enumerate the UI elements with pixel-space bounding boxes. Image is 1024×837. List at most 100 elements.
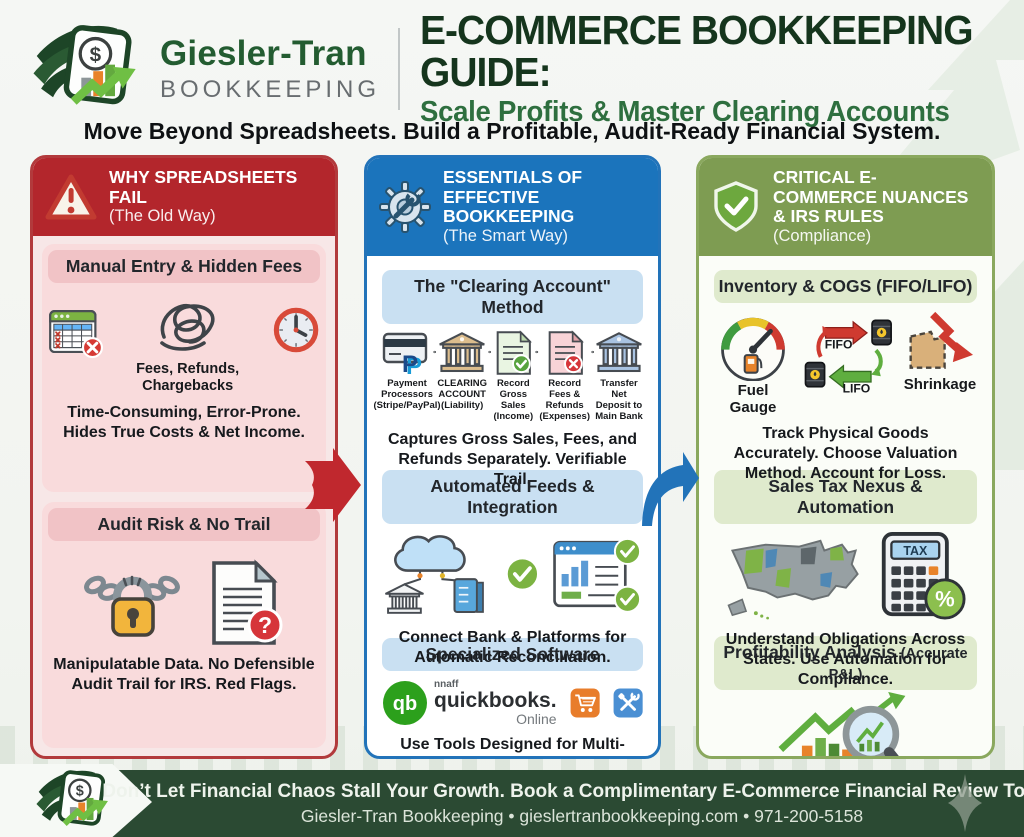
column-essentials-bookkeeping: ESSENTIALS OF EFFECTIVE BOOKKEEPING (The…: [364, 155, 661, 759]
svg-text:P: P: [402, 351, 418, 376]
giesler-tran-logo: [26, 19, 154, 119]
main-title: E-COMMERCE BOOKKEEPING GUIDE:: [419, 7, 974, 95]
document-question-icon: ?: [212, 559, 283, 645]
clearing-account-flow: P P Payment Processors (Stripe/PayPal): [373, 330, 643, 423]
section-title: Specialized Software: [382, 637, 643, 671]
svg-text:?: ?: [258, 612, 272, 638]
blue-column-title: ESSENTIALS OF EFFECTIVE BOOKKEEPING: [443, 167, 583, 227]
section-audit-risk: Audit Risk & No Trail: [42, 502, 326, 749]
audit-risk-body: Manipulatable Data. No Defensible Audit …: [53, 656, 315, 694]
manual-entry-icons: Fees, Refunds, Chargebacks: [48, 297, 320, 394]
section-profitability: Profitability Analysis (Accurate P&L): [708, 630, 983, 756]
doc-x-icon: [544, 330, 586, 376]
spreadsheet-error-icon: [49, 310, 104, 359]
green-column-header-text: CRITICAL E-COMMERCE NUANCES & IRS RULES …: [773, 167, 980, 246]
sparkle-icon: [948, 774, 982, 832]
automated-feeds-icons: [382, 528, 643, 620]
svg-text:TAX: TAX: [903, 544, 928, 558]
flow-step-payment: P P Payment Processors (Stripe/PayPal): [373, 330, 441, 412]
us-states-map-icon: [726, 539, 859, 620]
flow-step-label: Record Gross Sales (Income): [493, 377, 534, 422]
flow-arrow-icon: [487, 350, 492, 354]
shield-check-icon: [714, 181, 758, 232]
green-column-header: CRITICAL E-COMMERCE NUANCES & IRS RULES …: [699, 158, 992, 256]
flow-step-label: Record Fees & Refunds (Expenses): [539, 377, 590, 422]
tangled-mess-icon: [159, 304, 215, 351]
payment-processor-icon: P P: [382, 330, 432, 376]
column-why-spreadsheets-fail: WHY SPREADSHEETS FAIL (The Old Way) Manu…: [30, 155, 338, 759]
section-title: The "Clearing Account" Method: [382, 269, 643, 324]
doc-check-icon: [492, 330, 534, 376]
profitability-title-suffix: (Accurate P&L): [828, 645, 968, 683]
footer: Don’t Let Financial Chaos Stall Your Gro…: [0, 764, 1024, 837]
red-column-header: WHY SPREADSHEETS FAIL (The Old Way): [33, 158, 335, 237]
flow-step-label: CLEARING ACCOUNT (Liability): [437, 377, 487, 411]
header: Giesler-Tran BOOKKEEPING E-COMMERCE BOOK…: [26, 7, 1014, 129]
red-column-header-text: WHY SPREADSHEETS FAIL (The Old Way): [109, 167, 323, 226]
profitability-title: Profitability Analysis: [723, 641, 896, 662]
section-sales-tax: Sales Tax Nexus & Automation TAX: [708, 464, 983, 688]
title-block: E-COMMERCE BOOKKEEPING GUIDE: Scale Prof…: [419, 7, 985, 129]
chart-magnifier-icon: [778, 691, 905, 756]
inventory-icons: Fuel Gauge FIFO LIFO: [714, 309, 977, 416]
flow-step-label: Payment Processors (Stripe/PayPal): [373, 377, 441, 411]
fuel-gauge-label: Fuel Gauge: [729, 381, 777, 416]
section-title: Profitability Analysis (Accurate P&L): [714, 635, 977, 690]
section-title: Sales Tax Nexus & Automation: [714, 469, 977, 524]
section-clearing-account: The "Clearing Account" Method P P Paymen…: [373, 264, 649, 488]
svg-text:%: %: [935, 586, 955, 611]
brand-block: Giesler-Tran BOOKKEEPING: [160, 34, 380, 104]
warning-triangle-icon: [45, 174, 97, 220]
dashboard-checks-icon: [553, 537, 642, 613]
green-column-subtitle: (Compliance): [773, 226, 872, 245]
quickbooks-name: quickbooks.: [434, 688, 557, 712]
gear-wrench-icon: [379, 180, 431, 233]
shrinkage-block: Shrinkage: [903, 309, 977, 393]
software-logos: qb nnaff quickbooks. Online: [382, 679, 643, 727]
clearing-bank-icon: [438, 330, 486, 376]
brand-subtitle: BOOKKEEPING: [160, 76, 381, 104]
manual-entry-body: Time-Consuming, Error-Prone. Hides True …: [63, 403, 305, 441]
brand-name: Giesler-Tran: [160, 34, 367, 74]
section-title: Audit Risk & No Trail: [48, 508, 320, 542]
svg-text:FIFO: FIFO: [825, 337, 853, 351]
flow-step-gross-sales: Record Gross Sales (Income): [492, 330, 534, 423]
svg-text:P: P: [406, 353, 422, 376]
fuel-gauge-icon: [721, 317, 785, 381]
cloud-bank-server-icon: [385, 534, 484, 614]
section-automated-feeds: Automated Feeds & Integration: [376, 464, 649, 666]
quickbooks-online: Online: [516, 710, 557, 727]
flow-arrow-icon: [535, 350, 539, 354]
section-title: Inventory & COGS (FIFO/LIFO): [714, 269, 977, 303]
fuel-gauge-block: Fuel Gauge: [714, 309, 792, 416]
quickbooks-logo: qb nnaff quickbooks. Online: [382, 679, 557, 727]
tangled-mess-caption: Fees, Refunds, Chargebacks: [136, 361, 240, 394]
section-title: Manual Entry & Hidden Fees: [48, 250, 320, 284]
broken-lock-icon: [84, 575, 180, 637]
clock-icon: [273, 307, 319, 353]
column-critical-nuances: CRITICAL E-COMMERCE NUANCES & IRS RULES …: [696, 155, 995, 759]
tools-app-icon: [613, 688, 643, 718]
sales-tax-icons: TAX %: [714, 530, 977, 622]
shrinkage-label: Shrinkage: [903, 375, 977, 393]
blue-transition-arrow: [642, 452, 699, 526]
flow-step-fees-refunds: Record Fees & Refunds (Expenses): [539, 330, 590, 423]
flow-step-clearing: CLEARING ACCOUNT (Liability): [437, 330, 487, 412]
main-subtitle: Scale Profits & Master Clearing Accounts: [419, 95, 950, 128]
footer-text: Don’t Let Financial Chaos Stall Your Gro…: [102, 770, 1024, 837]
check-circle-icon: [504, 554, 541, 594]
tangled-fees-block: Fees, Refunds, Chargebacks: [115, 297, 260, 394]
blue-column-header: ESSENTIALS OF EFFECTIVE BOOKKEEPING (The…: [367, 158, 658, 256]
red-column-title: WHY SPREADSHEETS FAIL: [109, 167, 298, 207]
red-transition-arrow: [305, 448, 361, 522]
main-bank-icon: [595, 330, 643, 376]
flow-step-label: Transfer Net Deposit to Main Bank: [595, 377, 643, 422]
flow-arrow-icon: [433, 350, 437, 354]
green-column-title: CRITICAL E-COMMERCE NUANCES & IRS RULES: [773, 167, 969, 227]
quickbooks-badge-icon: qb: [383, 680, 427, 725]
footer-contact: Giesler-Tran Bookkeeping • gieslertranbo…: [300, 805, 864, 826]
header-divider: [398, 28, 400, 111]
profitability-icon-row: [714, 691, 977, 756]
shrinkage-icon: [909, 311, 973, 369]
